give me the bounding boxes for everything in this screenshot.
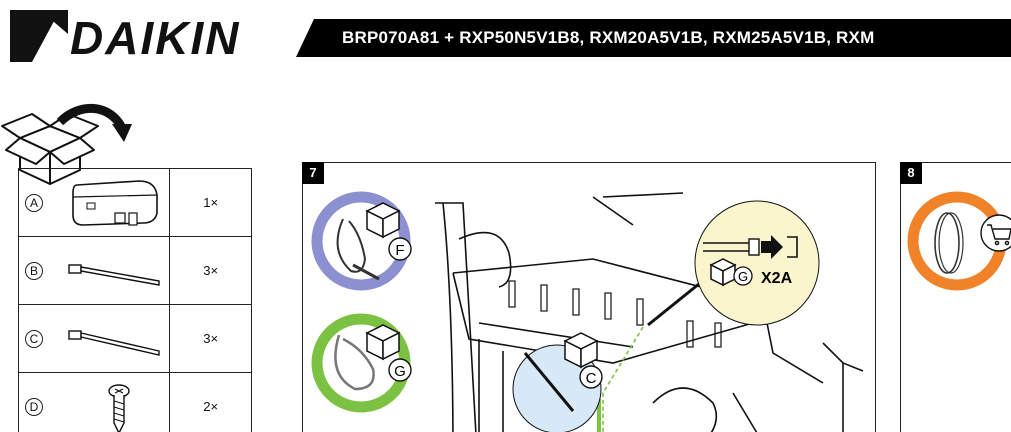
part-cell: D [17,372,171,432]
step-7-panel: F G [302,162,876,432]
cable-tie-icon [68,330,160,356]
label-f: F [395,242,404,259]
adapter-icon [72,180,158,226]
part-quantity: 3× [169,304,252,373]
step-8-illustration [907,191,1011,291]
header-title: BRP070A81 + RXP50N5V1B8, RXM20A5V1B, RXM… [342,28,875,47]
part-letter: B [25,261,43,280]
cable-tie-icon [68,264,160,286]
label-g2: G [738,269,748,284]
part-cell: A [17,168,171,237]
part-letter: D [25,397,43,416]
step-number: 7 [302,162,324,184]
part-letter: A [25,193,43,212]
step-7-illustration: F G [311,191,864,432]
terminal-label: X2A [761,270,793,287]
parts-table: A 1× B 3× C 3× [17,168,252,432]
part-cell: B [17,236,171,305]
outdoor-unit-drawing [435,192,864,432]
brand-wordmark: DAIKIN [70,12,240,62]
table-row: D 2× [17,372,252,432]
part-letter: C [25,329,43,348]
part-quantity: 2× [169,372,252,432]
part-quantity: 1× [169,168,252,237]
step-number: 8 [900,162,922,184]
daikin-logo: DAIKIN [10,10,240,62]
label-c: C [586,370,597,387]
part-cell: C [17,304,171,373]
screw-icon [108,384,130,432]
cart-icon [987,224,1011,246]
step-8-panel: 8 [900,162,1011,432]
table-row: B 3× [17,236,252,305]
kit-box-icon [365,202,401,239]
header-bar: BRP070A81 + RXP50N5V1B8, RXM20A5V1B, RXM… [296,19,1011,57]
header-slant [296,19,314,57]
part-quantity: 3× [169,236,252,305]
table-row: A 1× [17,168,252,237]
open-box-icon [1,104,132,185]
table-row: C 3× [17,304,252,373]
label-g: G [394,363,406,380]
